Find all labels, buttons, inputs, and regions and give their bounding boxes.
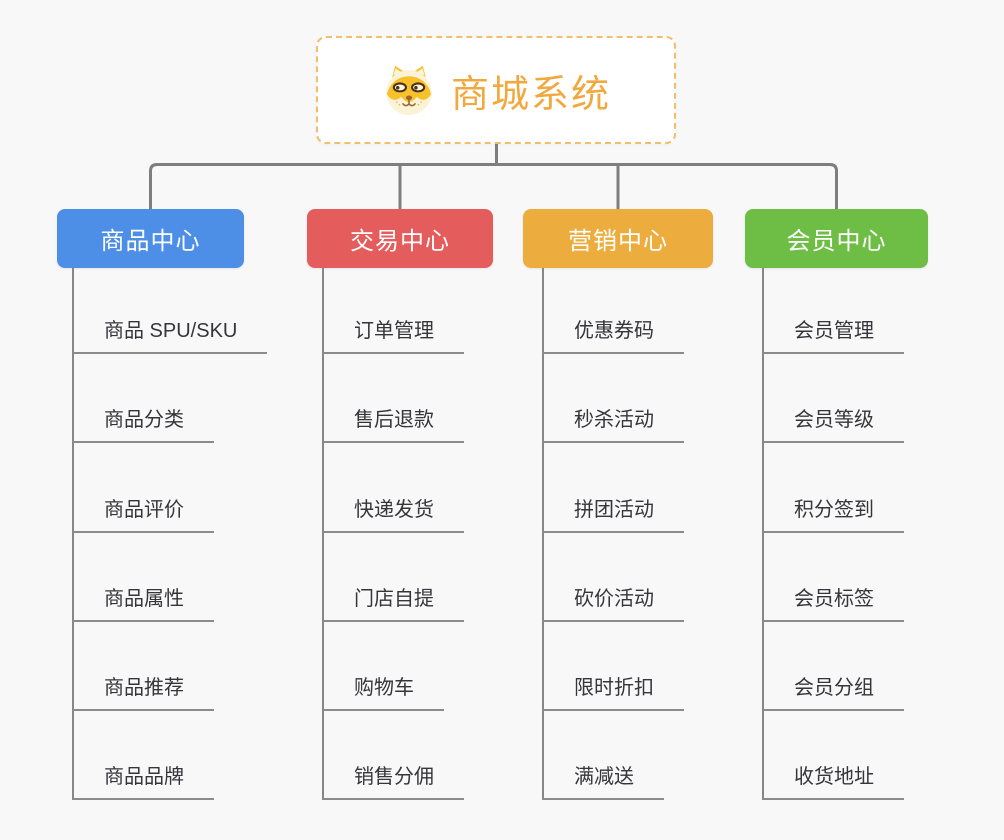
- leaf-topic[interactable]: 购物车: [322, 675, 444, 711]
- branch-label: 交易中心: [350, 228, 450, 255]
- product-center-children: 商品 SPU/SKU 商品分类 商品评价 商品属性 商品推荐 商品品牌: [72, 268, 322, 802]
- leaf-topic[interactable]: 订单管理: [322, 318, 464, 354]
- branch-marketing-center[interactable]: 营销中心: [523, 209, 713, 268]
- leaf-topic[interactable]: 门店自提: [322, 586, 464, 622]
- shiba-dog-icon: [386, 65, 432, 116]
- marketing-center-children: 优惠券码 秒杀活动 拼团活动 砍价活动 限时折扣 满减送: [542, 268, 792, 802]
- branch-label: 营销中心: [568, 228, 668, 255]
- branch-trade-center[interactable]: 交易中心: [307, 209, 493, 268]
- leaf-topic[interactable]: 会员等级: [762, 407, 904, 443]
- leaf-topic[interactable]: 优惠券码: [542, 318, 684, 354]
- leaf-topic[interactable]: 拼团活动: [542, 497, 684, 533]
- root-node[interactable]: 商城系统: [316, 36, 676, 144]
- leaf-topic[interactable]: 会员分组: [762, 675, 904, 711]
- leaf-topic[interactable]: 快递发货: [322, 497, 464, 533]
- leaf-topic[interactable]: 商品推荐: [72, 675, 214, 711]
- branch-label: 商品中心: [100, 228, 201, 255]
- leaf-topic[interactable]: 秒杀活动: [542, 407, 684, 443]
- leaf-topic[interactable]: 会员管理: [762, 318, 904, 354]
- branch-label: 会员中心: [786, 228, 887, 255]
- leaf-topic[interactable]: 商品 SPU/SKU: [72, 318, 268, 354]
- branch-product-center[interactable]: 商品中心: [57, 209, 244, 268]
- trade-center-children: 订单管理 售后退款 快递发货 门店自提 购物车 销售分佣: [322, 268, 572, 802]
- member-center-children: 会员管理 会员等级 积分签到 会员标签 会员分组 收货地址: [762, 268, 1004, 802]
- leaf-topic[interactable]: 积分签到: [762, 497, 904, 533]
- leaf-topic[interactable]: 收货地址: [762, 764, 904, 800]
- leaf-topic[interactable]: 限时折扣: [542, 675, 684, 711]
- leaf-topic[interactable]: 商品评价: [72, 497, 214, 533]
- leaf-topic[interactable]: 商品分类: [72, 407, 214, 443]
- leaf-topic[interactable]: 售后退款: [322, 407, 464, 443]
- leaf-topic[interactable]: 会员标签: [762, 586, 904, 622]
- root-title: 商城系统: [450, 73, 611, 116]
- leaf-topic[interactable]: 商品品牌: [72, 764, 214, 800]
- leaf-topic[interactable]: 砍价活动: [542, 586, 684, 622]
- branch-member-center[interactable]: 会员中心: [745, 209, 928, 268]
- leaf-topic[interactable]: 满减送: [542, 764, 664, 800]
- leaf-topic[interactable]: 商品属性: [72, 586, 214, 622]
- leaf-topic[interactable]: 销售分佣: [322, 764, 464, 800]
